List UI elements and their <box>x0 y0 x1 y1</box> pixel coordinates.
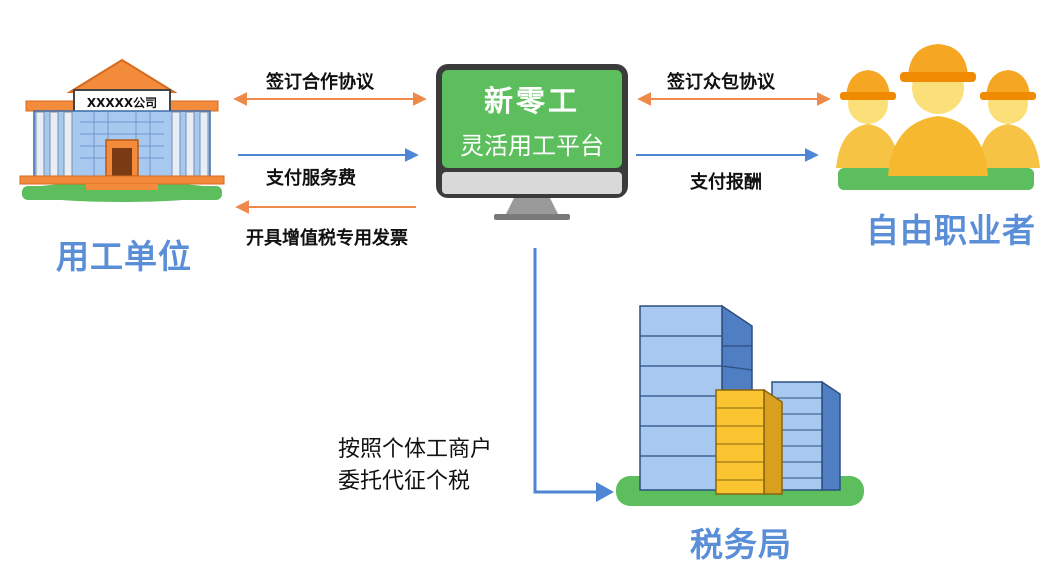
platform-subtitle: 灵活用工平台 <box>460 132 604 160</box>
label-invoice: 开具增值税专用发票 <box>246 228 408 249</box>
label-service-fee: 支付服务费 <box>266 168 356 189</box>
label-crowd-contract: 签订众包协议 <box>667 72 775 93</box>
company-sign-text: XXXXX公司 <box>87 96 157 110</box>
tax-bureau-buildings-icon <box>616 304 864 506</box>
employer-building-icon <box>19 58 225 202</box>
freelancer-label: 自由职业者 <box>866 211 1036 250</box>
arrow-tax-head <box>596 482 614 502</box>
tax-note-line1: 按照个体工商户 <box>338 437 493 462</box>
employer-label: 用工单位 <box>56 237 192 276</box>
freelancers-icon <box>836 44 1040 190</box>
arrow-tax-withholding <box>533 248 604 494</box>
tax-bureau-label: 税务局 <box>690 525 792 564</box>
platform-monitor-icon <box>436 64 628 220</box>
platform-title: 新零工 <box>483 84 580 118</box>
tax-note-line2: 委托代征个税 <box>338 469 471 494</box>
label-pay-reward: 支付报酬 <box>690 172 762 193</box>
label-employer-contract: 签订合作协议 <box>266 72 374 93</box>
